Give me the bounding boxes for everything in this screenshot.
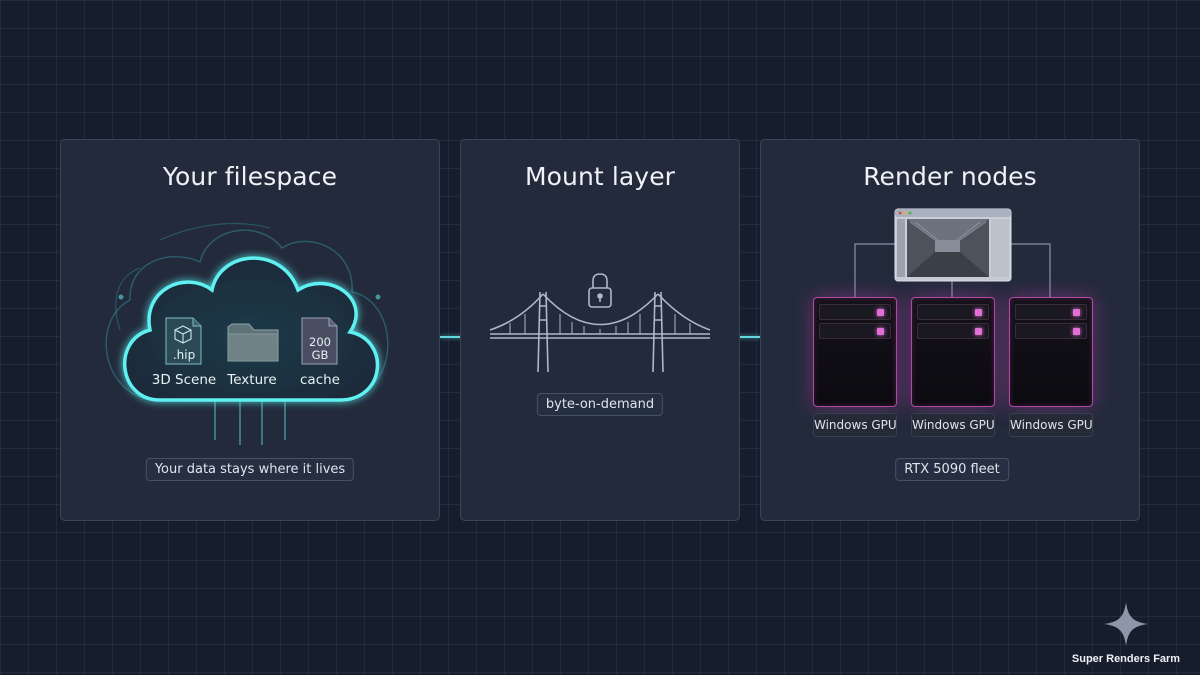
server-icon — [813, 297, 897, 407]
render-node-label: Windows GPU — [813, 413, 897, 437]
3d-scene-file-icon — [165, 317, 202, 365]
bridge-icon — [489, 273, 711, 373]
brand-logo: Super Renders Farm — [1071, 601, 1181, 665]
render-preview-window-icon — [854, 208, 1051, 297]
render-title: Render nodes — [863, 162, 1037, 191]
brand-name: Super Renders Farm — [1071, 653, 1181, 665]
folder-label: Texture — [227, 372, 277, 388]
folder-icon — [227, 323, 279, 362]
server-icon — [1009, 297, 1093, 407]
mount-caption: byte-on-demand — [536, 393, 664, 416]
cache-file-label: cache — [300, 372, 340, 388]
render-node-label: Windows GPU — [911, 413, 995, 437]
cache-size-line2: GB — [311, 348, 329, 362]
scene-file-label: 3D Scene — [151, 372, 217, 388]
cloud-icon — [105, 222, 389, 445]
render-caption: RTX 5090 fleet — [895, 458, 1009, 481]
render-node-label: Windows GPU — [1009, 413, 1093, 437]
server-icon — [911, 297, 995, 407]
cache-file-icon — [301, 317, 338, 365]
mount-title: Mount layer — [524, 162, 676, 191]
four-point-star-icon — [1104, 602, 1148, 646]
cache-size-line1: 200 — [309, 335, 331, 349]
scene-file-badge: .hip — [172, 348, 196, 362]
lock-icon — [588, 273, 612, 308]
filespace-caption: Your data stays where it lives — [145, 458, 355, 481]
filespace-title: Your filespace — [162, 162, 338, 191]
